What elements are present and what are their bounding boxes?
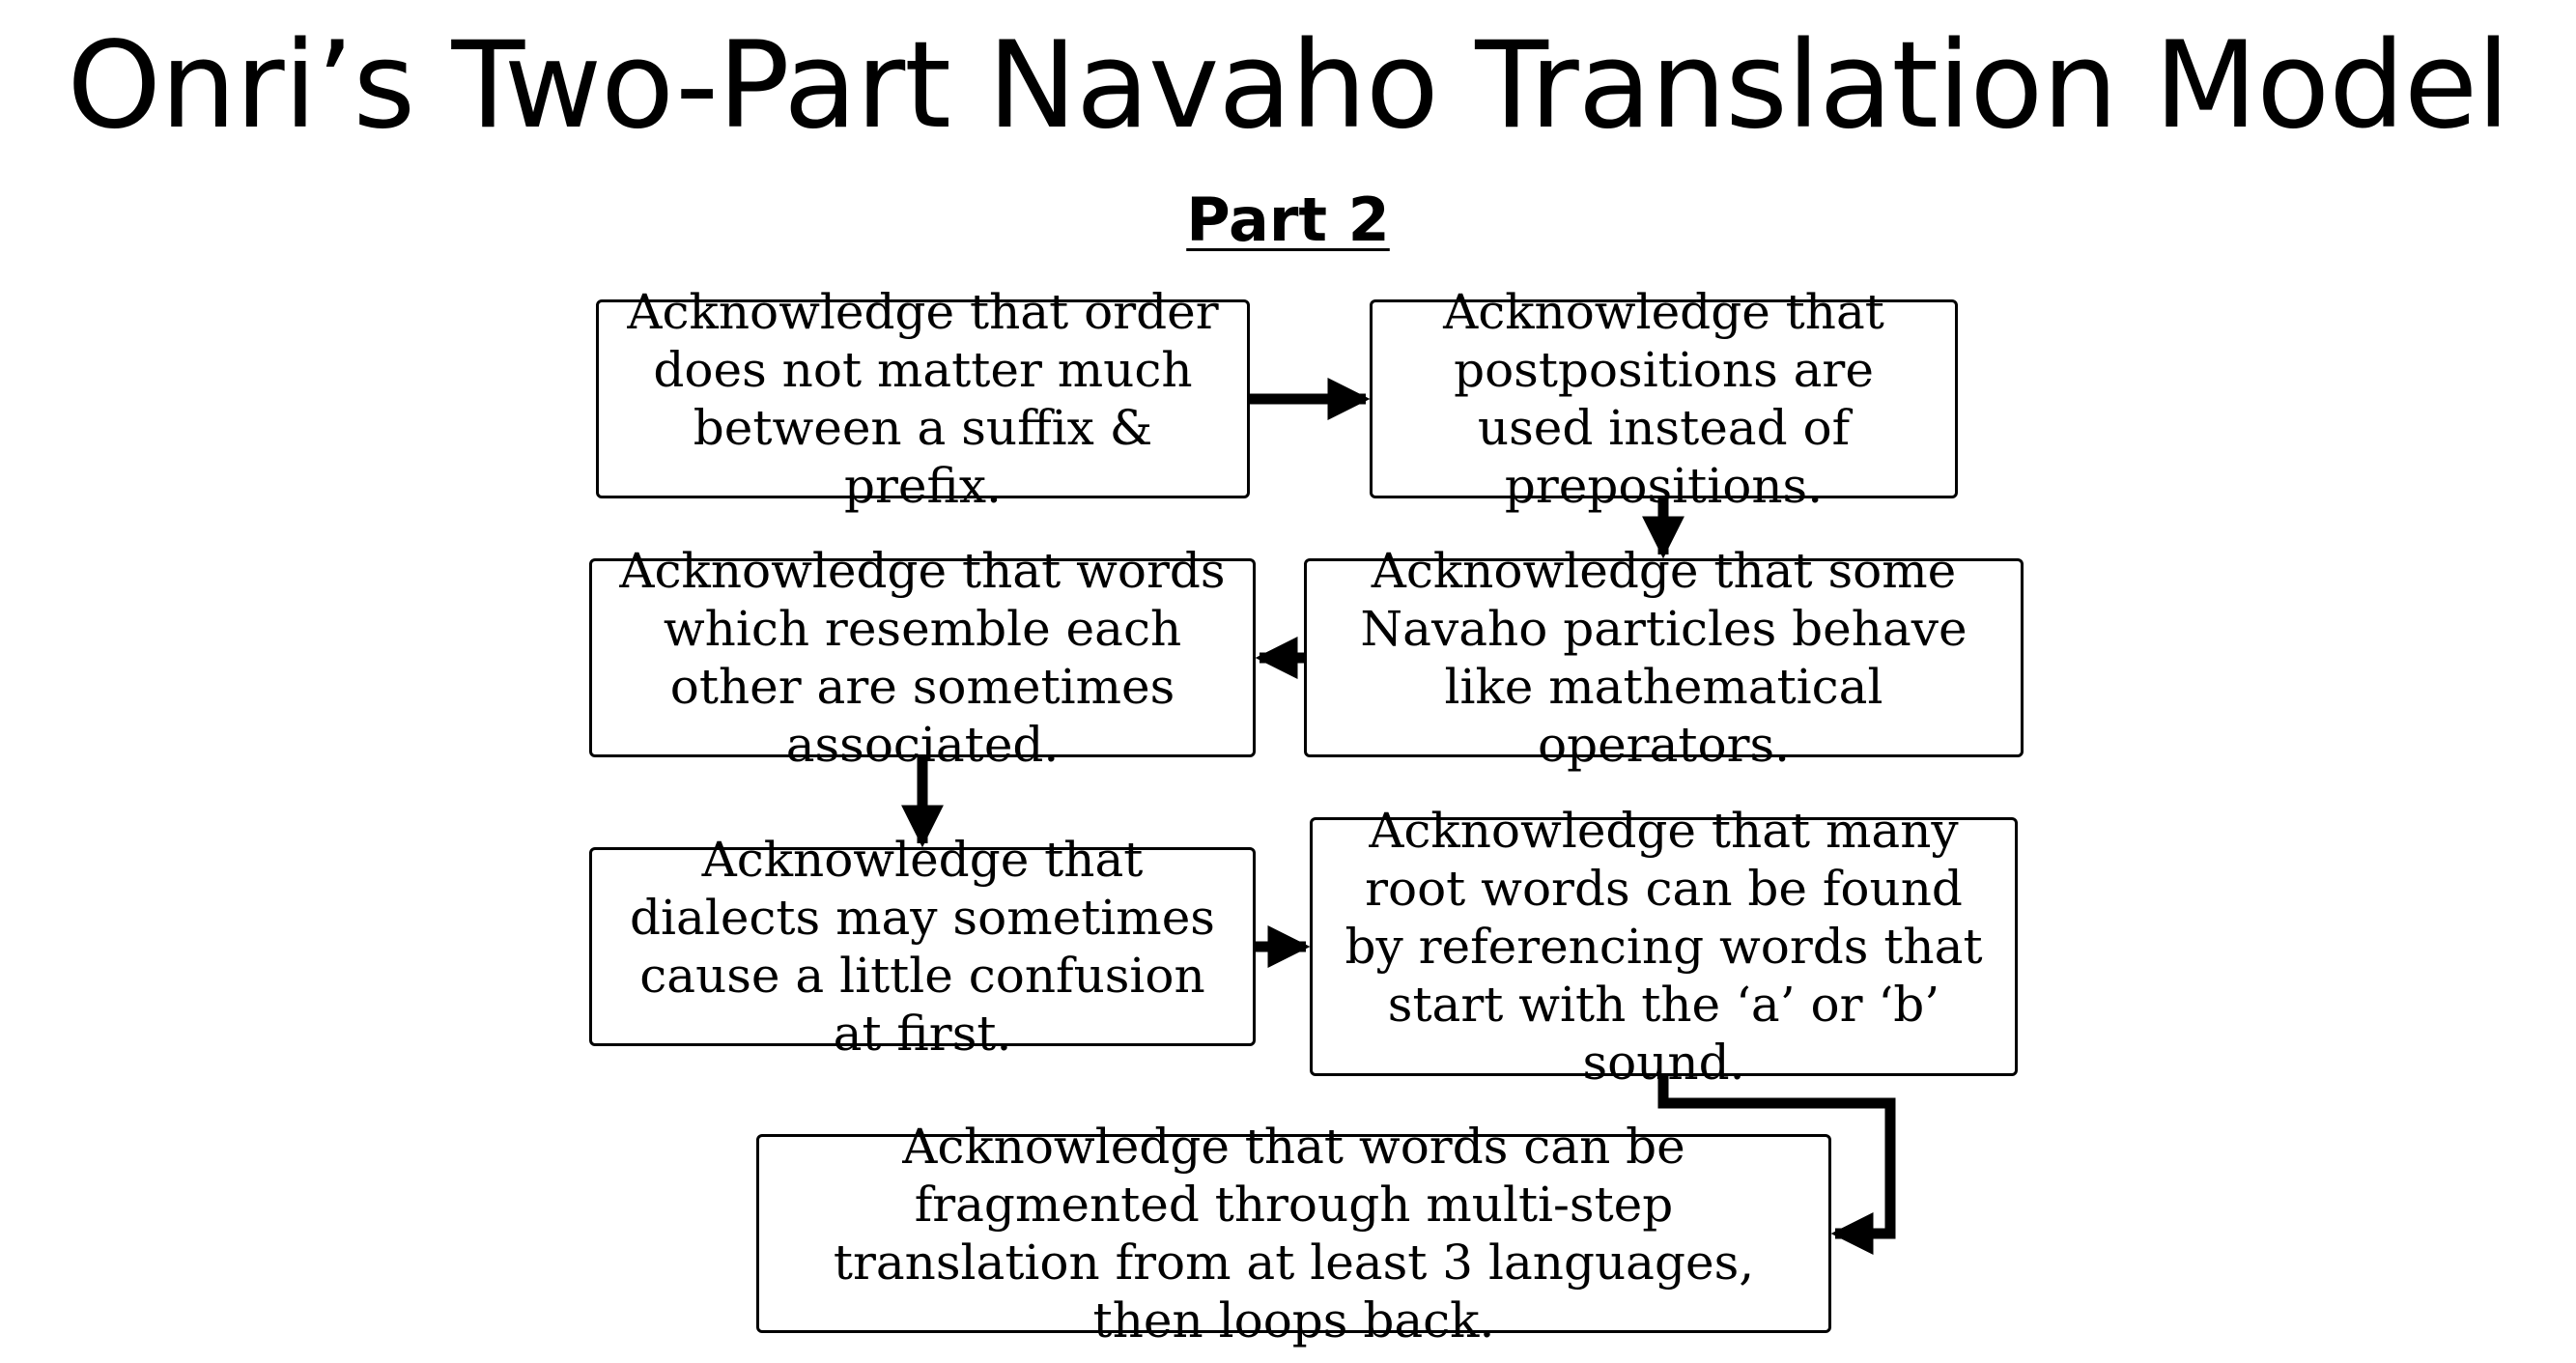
arrow-step6-to-step7 [1657, 1076, 1896, 1255]
diagram-title: Onri’s Two-Part Navaho Translation Model [67, 16, 2509, 156]
step-box: Acknowledge that dialects may sometimes … [589, 832, 1256, 1062]
step-box: Acknowledge that order does not matter m… [596, 284, 1250, 514]
step-text: Acknowledge that some Navaho particles b… [1360, 543, 1967, 773]
subtitle-text: Part 2 [1186, 185, 1390, 255]
step-text: Acknowledge that words which resemble ea… [619, 543, 1226, 773]
step-box: Acknowledge that words can be fragmented… [756, 1119, 1831, 1349]
step-box: Acknowledge that postpositions are used … [1370, 284, 1958, 514]
step-box: Acknowledge that words which resemble ea… [589, 543, 1256, 773]
step-box: Acknowledge that some Navaho particles b… [1304, 543, 2024, 773]
step-text: Acknowledge that postpositions are used … [1443, 284, 1884, 514]
step-text: Acknowledge that words can be fragmented… [833, 1119, 1755, 1349]
step-box: Acknowledge that many root words can be … [1310, 803, 2018, 1091]
step-text: Acknowledge that order does not matter m… [627, 284, 1219, 514]
step-text: Acknowledge that dialects may sometimes … [630, 832, 1215, 1062]
diagram-subtitle: Part 2 [0, 182, 2576, 259]
step-text: Acknowledge that many root words can be … [1345, 803, 1983, 1091]
